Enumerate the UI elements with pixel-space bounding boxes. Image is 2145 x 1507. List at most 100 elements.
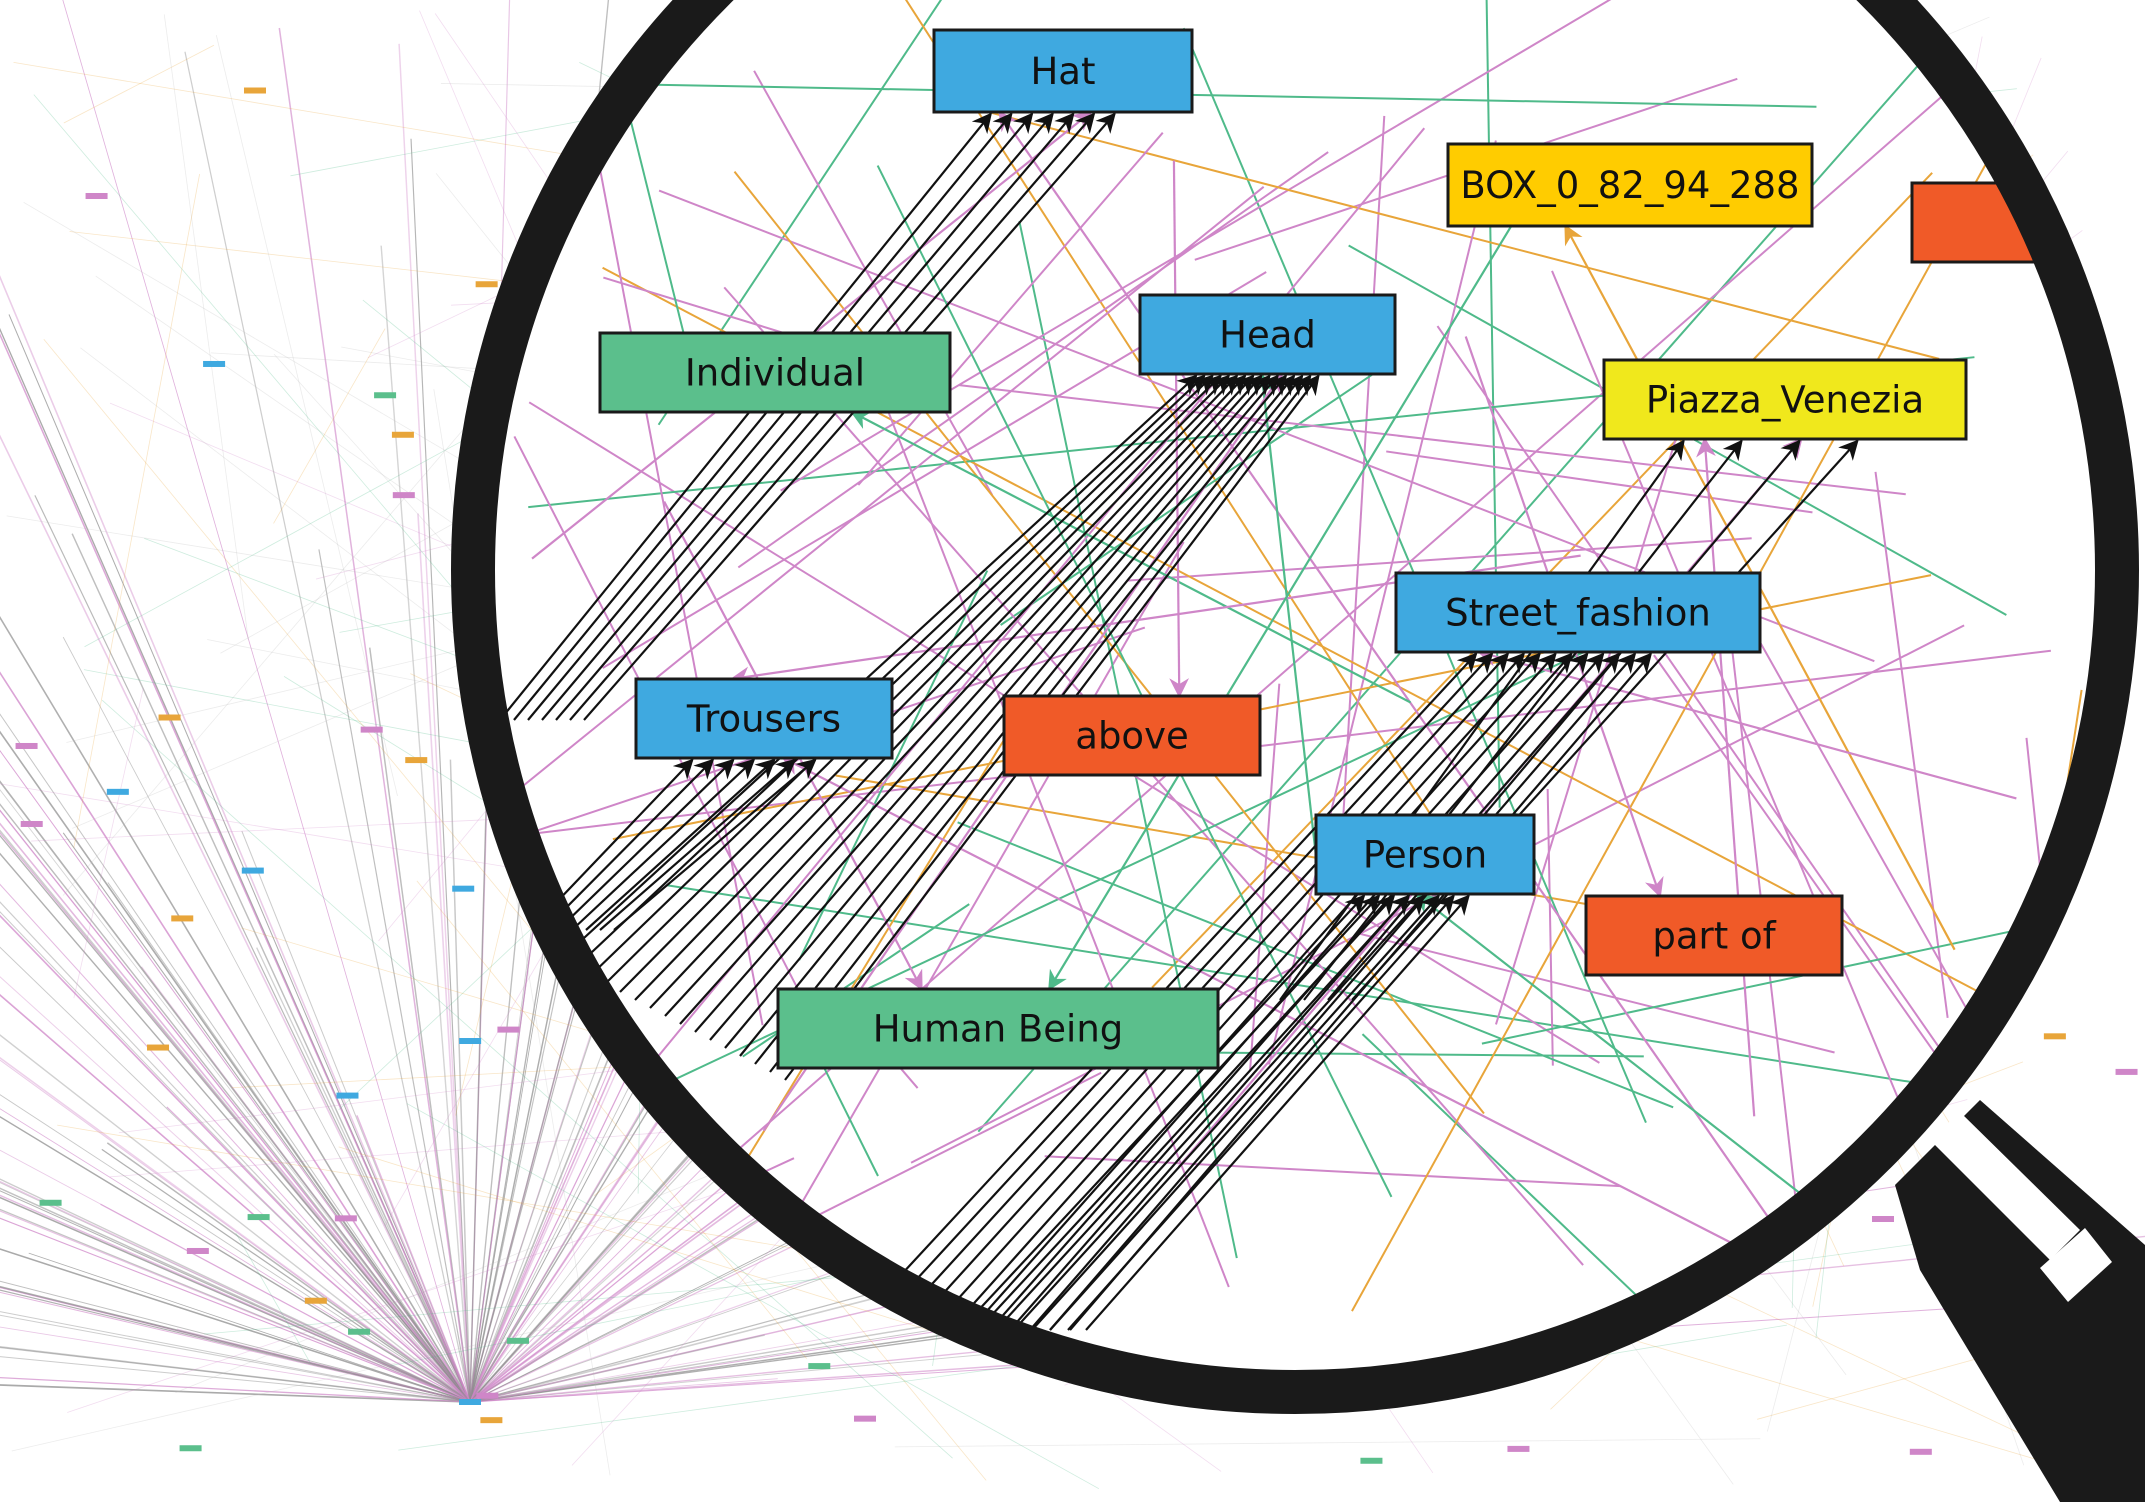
- background-edge: [73, 688, 144, 999]
- background-edge: [416, 880, 808, 1359]
- background-edge: [0, 1056, 471, 1403]
- node-person[interactable]: Person: [1314, 813, 1536, 896]
- graph-edge: [1067, 894, 1455, 1331]
- node-street[interactable]: Street_fashion: [1394, 571, 1762, 654]
- background-edge: [62, 0, 471, 1403]
- background-edge: [176, 1328, 471, 1403]
- background-edge: [469, 1024, 634, 1403]
- graph-edge: [1044, 1155, 1621, 1188]
- graph-edge: [1874, 471, 1949, 1019]
- graph-edge: [589, 374, 1214, 977]
- background-edge: [0, 1356, 471, 1403]
- background-edge: [0, 822, 471, 1403]
- background-node: [334, 1215, 357, 1222]
- background-node: [348, 1328, 371, 1335]
- graph-edge: [1495, 438, 1677, 1025]
- node-individual[interactable]: Individual: [598, 331, 952, 414]
- background-node: [20, 820, 43, 827]
- background-node: [15, 742, 38, 749]
- graph-edge: [555, 112, 1075, 721]
- background-node: [360, 726, 383, 733]
- background-edge: [318, 549, 471, 1403]
- background-node: [39, 1199, 62, 1206]
- node-above[interactable]: above: [1002, 694, 1262, 777]
- node-label: Human Being: [873, 1008, 1124, 1051]
- node-hat[interactable]: Hat: [932, 28, 1194, 114]
- node-box: [1446, 142, 1814, 228]
- background-edge: [273, 328, 386, 524]
- graph-edge: [1253, 372, 1318, 857]
- node-box: [598, 331, 952, 414]
- background-edge: [0, 1289, 471, 1403]
- background-edge: [0, 1280, 471, 1403]
- node-trousers[interactable]: Trousers: [634, 677, 894, 760]
- background-edge: [0, 901, 471, 1403]
- node-box: [1584, 894, 1844, 977]
- background-edge: [43, 339, 987, 1481]
- graph-edge: [959, 894, 1366, 1331]
- background-edge: [0, 1291, 471, 1403]
- background-edge: [0, 749, 471, 1403]
- background-edge: [0, 852, 471, 1403]
- background-edge: [0, 1116, 471, 1403]
- background-node: [459, 1399, 481, 1405]
- edges: [499, 0, 2102, 1375]
- node-box: [1394, 571, 1762, 654]
- background-edge: [0, 911, 471, 1403]
- background-edge: [0, 1377, 471, 1403]
- graph-edge: [959, 384, 1906, 496]
- background-edge: [0, 1346, 471, 1403]
- background-edge: [0, 1034, 471, 1403]
- node-box: [1602, 358, 1968, 441]
- graph-edge: [694, 374, 1271, 1033]
- graph-edge: [947, 100, 1940, 360]
- node-human[interactable]: Human Being: [776, 987, 1220, 1070]
- node-piazza[interactable]: Piazza_Venezia: [1602, 358, 1968, 441]
- background-edge: [0, 1059, 471, 1403]
- graph-edge: [737, 151, 1329, 569]
- background-node: [158, 714, 181, 721]
- background-edge: [356, 1115, 471, 1403]
- background-edge: [0, 615, 471, 1403]
- background-edge: [71, 533, 471, 1403]
- background-edge: [62, 832, 471, 1403]
- graph-edge: [850, 411, 1412, 704]
- background-edge: [469, 1378, 778, 1403]
- node-box: [1002, 694, 1262, 777]
- background-edge: [0, 914, 471, 1403]
- graph-edge: [1126, 537, 1752, 582]
- background-edge: [894, 1438, 1761, 1448]
- graph-edge: [1029, 652, 1621, 1331]
- node-partof[interactable]: part of: [1584, 894, 1844, 977]
- graph-edge: [857, 132, 1164, 486]
- background-node: [1909, 1448, 1932, 1455]
- graph-edge: [541, 112, 1054, 721]
- graph-edge: [1327, 439, 1801, 1001]
- background-node: [405, 757, 428, 764]
- graph-edge: [977, 894, 1381, 1331]
- graph-edge: [574, 374, 1206, 969]
- node-head[interactable]: Head: [1138, 293, 1397, 376]
- background-edge: [8, 314, 471, 1403]
- node-box[interactable]: BOX_0_82_94_288: [1446, 142, 1814, 228]
- graph-edge: [969, 652, 1573, 1331]
- background-edge: [62, 636, 471, 1403]
- graph-edge: [1248, 683, 1281, 1072]
- background-edge: [0, 1217, 471, 1403]
- background-node: [391, 431, 414, 438]
- background-edge: [0, 1190, 471, 1403]
- node-box: [634, 677, 894, 760]
- background-edge: [166, 1106, 471, 1403]
- background-edge: [235, 1232, 311, 1363]
- background-node: [171, 915, 194, 922]
- node-label: Hat: [1030, 50, 1095, 93]
- background-edge: [0, 1248, 471, 1403]
- background-edge: [0, 434, 471, 1403]
- graph-edge: [569, 112, 1096, 721]
- graph-edge: [1303, 439, 1743, 1001]
- magnifying-glass-icon: [451, 0, 2145, 1502]
- background-node: [392, 492, 415, 499]
- background-node: [480, 1417, 503, 1424]
